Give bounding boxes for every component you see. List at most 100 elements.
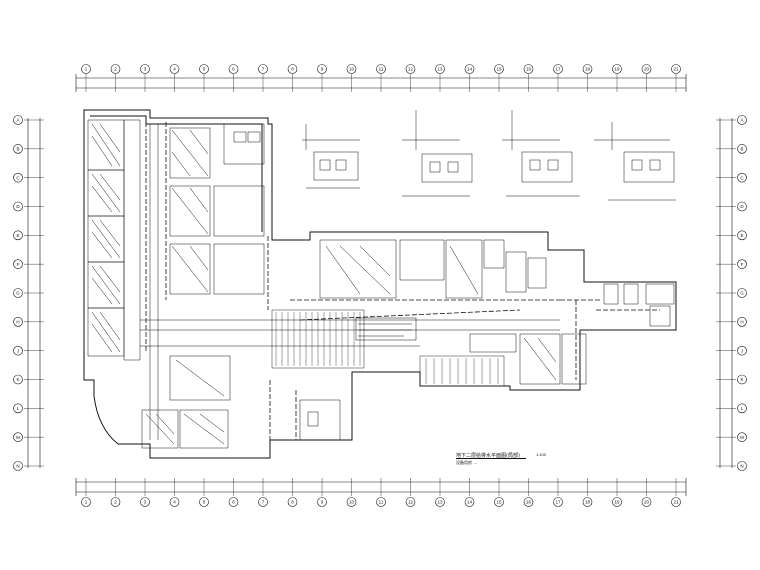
right-axis-bubble: G	[737, 288, 747, 298]
bottom-axis-bubble: 2	[110, 497, 121, 507]
top-axis-bubble-label: 20	[644, 67, 650, 72]
right-axis-bubble-label: C	[740, 175, 744, 180]
bottom-axis-bubble-label: 11	[379, 500, 384, 505]
bottom-axis-bubble-label: 14	[467, 500, 473, 505]
bottom-axis-bubble-label: 6	[232, 500, 235, 505]
left-axis-bubble-label: A	[16, 118, 19, 123]
top-axis-bubble: 3	[140, 64, 150, 74]
top-axis-bubble-label: 7	[262, 67, 265, 72]
top-axis-bubble: 17	[553, 64, 563, 74]
left-axis-bubble: B	[13, 144, 23, 154]
bottom-axis-bubble-label: 18	[585, 500, 591, 505]
top-axis-bubble-label: 2	[114, 67, 117, 72]
top-axis-bubble-label: 12	[408, 67, 414, 72]
bottom-axis-bubble-label: 4	[173, 500, 176, 505]
left-axis-bubble: F	[13, 259, 23, 269]
right-axis-bubble: E	[737, 230, 747, 241]
top-axis-bubble-label: 19	[614, 67, 620, 72]
bottom-axis-bubble: 19	[612, 497, 622, 507]
left-axis-bubble: H	[13, 317, 23, 327]
top-axis-bubble-label: 6	[232, 67, 235, 72]
left-axis-bubble-label: H	[16, 319, 19, 324]
top-axis-bubble-label: 16	[526, 67, 532, 72]
bottom-axis-bubble-label: 8	[291, 500, 294, 505]
bottom-axis-bubble: 20	[641, 497, 652, 507]
bottom-axis-bubble-label: 15	[496, 500, 502, 505]
top-axis-bubble: 1	[81, 64, 91, 74]
pump-set-detail-4	[594, 122, 676, 201]
bottom-axis-bubble-label: 21	[673, 500, 679, 505]
top-axis-bubble-label: 8	[291, 67, 294, 72]
title-underline	[456, 458, 526, 459]
central-left-rooms	[169, 123, 265, 295]
bottom-axis-bubble: 6	[228, 497, 239, 507]
left-axis-bubble-label: D	[16, 204, 20, 209]
bottom-axis-bubble: 13	[435, 497, 445, 507]
bottom-axis-bubble: 21	[671, 497, 681, 507]
bottom-axis-bubble-label: 2	[114, 500, 117, 505]
top-axis-bubble-label: 13	[437, 67, 443, 72]
bottom-axis-bubble: 14	[464, 497, 475, 507]
drawing-scale: 1:100	[536, 452, 547, 457]
right-axis-bubble: K	[737, 374, 747, 385]
top-axis-bubble-label: 17	[555, 67, 561, 72]
bottom-axis-bubble: 5	[199, 497, 209, 507]
right-axis-bubble: C	[737, 172, 747, 183]
top-axis-bubble: 13	[435, 64, 445, 74]
bottom-axis-bubble-label: 20	[644, 500, 650, 505]
bottom-axis-bubble-label: 12	[408, 500, 414, 505]
bottom-axis-bubble: 3	[140, 497, 150, 507]
bottom-axis-bubble: 4	[169, 497, 180, 507]
top-axis-bubble: 9	[317, 64, 327, 74]
left-axis-bubble-label: B	[16, 146, 19, 151]
top-axis-bubble: 2	[110, 64, 121, 74]
right-axis-bubble-label: E	[740, 233, 743, 238]
top-axis-bubble: 8	[287, 64, 298, 74]
top-axis-bubble: 18	[582, 64, 593, 74]
top-axis-bubble-label: 1	[85, 67, 88, 72]
top-axis-bubble: 10	[346, 64, 357, 74]
bottom-axis-bubble: 1	[81, 497, 91, 507]
left-axis-bubble-label: M	[16, 435, 20, 440]
left-axis-bubble-label: N	[16, 464, 19, 469]
top-axis-bubble: 7	[258, 64, 268, 74]
left-axis-bubble-label: E	[16, 233, 19, 238]
right-axis-bubble-label: D	[740, 204, 744, 209]
bottom-axis-bubble-label: 19	[614, 500, 620, 505]
left-axis-bubble-label: C	[16, 175, 20, 180]
bottom-axis-bubble: 17	[553, 497, 563, 507]
top-axis-bubble: 12	[405, 64, 416, 74]
right-axis-bubble-label: B	[740, 146, 743, 151]
left-axis-bubble-label: K	[16, 377, 19, 382]
top-axis-bubble: 5	[199, 64, 209, 74]
left-wing-rooms	[87, 119, 141, 361]
bottom-axis-bubble: 18	[582, 497, 593, 507]
right-axis-bubble-label: A	[740, 118, 743, 123]
top-axis-bubble-label: 3	[144, 67, 147, 72]
right-wing-rooms	[469, 283, 675, 385]
bottom-axis-bubble: 16	[523, 497, 534, 507]
pipe-runs	[145, 122, 660, 440]
main-corridor	[140, 124, 560, 440]
right-axis-bubble: D	[737, 201, 747, 212]
top-axis-bubble-label: 5	[203, 67, 206, 72]
note-box	[355, 317, 417, 341]
left-axis-bubble: E	[13, 230, 23, 241]
left-axis-bubble-label: L	[17, 406, 20, 411]
bottom-axis-bubble: 12	[405, 497, 416, 507]
bottom-axis-bubble-label: 10	[349, 500, 355, 505]
left-axis-bubble: C	[13, 172, 23, 183]
top-axis-bubble: 16	[523, 64, 534, 74]
right-axis-bubble: N	[737, 461, 747, 471]
right-axis-bubble: B	[737, 144, 747, 154]
left-axis-bubble: K	[13, 374, 23, 385]
left-axis-bubble: L	[13, 403, 23, 414]
right-axis-bubble: L	[737, 403, 747, 414]
right-axis-bubble: H	[737, 317, 747, 327]
bottom-axis-bubble-label: 9	[321, 500, 324, 505]
top-axis-bubble-label: 14	[467, 67, 473, 72]
top-axis-bubble: 6	[228, 64, 239, 74]
